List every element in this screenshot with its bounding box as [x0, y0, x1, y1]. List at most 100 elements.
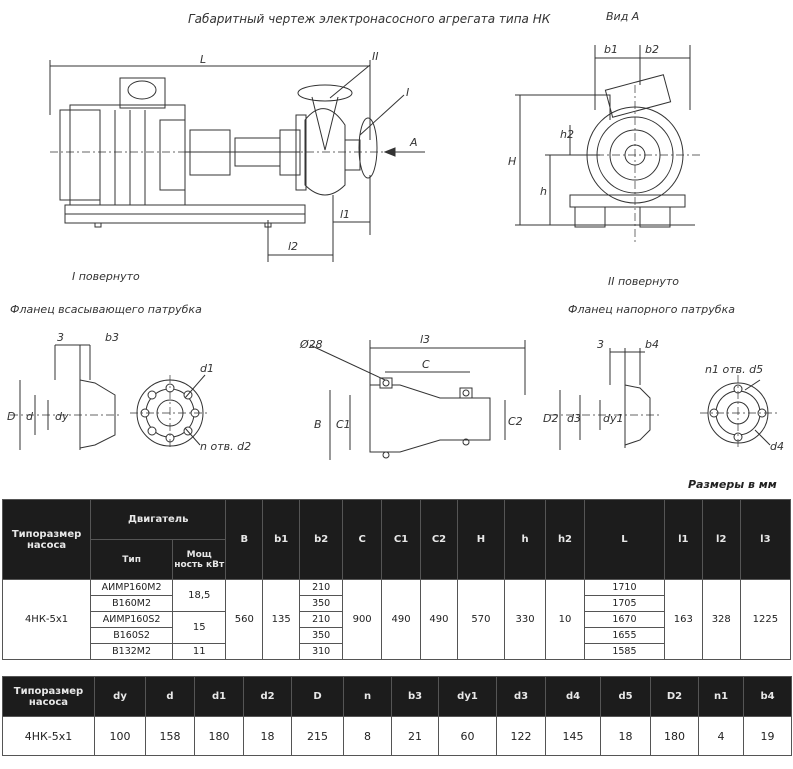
dim-h: h	[540, 185, 547, 198]
foot-dim-C1: C1	[336, 418, 351, 431]
value-B: 560	[225, 579, 264, 660]
callout-I: I	[406, 86, 410, 99]
suction-dim-dy: dy	[55, 410, 69, 423]
col-motor: Двигатель	[90, 499, 227, 540]
col-l1: l1	[663, 499, 703, 580]
discharge-dim-D2: D2	[543, 412, 559, 425]
motor-type-cell: АИМР160М2	[90, 579, 174, 596]
col-L: L	[583, 499, 665, 580]
discharge-dim-b4: b4	[645, 338, 659, 351]
col-pump-size: Типоразмер насоса	[1, 499, 92, 580]
suction-holes: n отв. d2	[200, 440, 252, 453]
col-H: H	[456, 499, 506, 580]
value-C1: 490	[381, 579, 422, 660]
dimensions-table-1: Типоразмер насоса Двигатель B b1 b2 C C1…	[1, 499, 792, 660]
power-cell: 18,5	[172, 579, 227, 612]
cell-dy1: 60	[438, 716, 497, 756]
suction-dim-d1: d1	[200, 362, 214, 375]
suction-dim-D: D	[7, 410, 16, 423]
col2-n: n	[343, 676, 392, 717]
foot-hole-dia: Ø28	[300, 338, 323, 351]
b2-cell: 210	[299, 611, 344, 628]
L-cell: 1655	[583, 627, 665, 644]
cell-d1: 180	[194, 716, 244, 756]
power-cell: 11	[172, 643, 227, 660]
b2-cell: 350	[299, 627, 344, 644]
L-cell: 1670	[583, 611, 665, 628]
value-b1: 135	[262, 579, 301, 660]
value-l3: 1225	[739, 579, 792, 660]
col2-d: d	[145, 676, 195, 717]
cell-d2: 18	[243, 716, 292, 756]
cell-b3: 21	[391, 716, 439, 756]
discharge-flange-title: Фланец напорного патрубка	[568, 303, 735, 316]
value-C2: 490	[420, 579, 458, 660]
units-note: Размеры в мм	[688, 478, 777, 491]
rotated-I-note: I повернуто	[72, 270, 140, 283]
cell-dy: 100	[94, 716, 146, 756]
foot-dim-l3: l3	[420, 333, 431, 346]
col-C2: C2	[420, 499, 458, 580]
cell-d3: 122	[496, 716, 546, 756]
discharge-dim-dy1: dy1	[603, 412, 624, 425]
discharge-dim-d3: d3	[567, 412, 581, 425]
cell-n1: 4	[698, 716, 744, 756]
value-h2: 10	[545, 579, 585, 660]
col2-dy: dy	[94, 676, 146, 717]
col2-n1: n1	[698, 676, 744, 717]
value-H: 570	[456, 579, 506, 660]
b2-cell: 210	[299, 579, 344, 596]
col-b2: b2	[299, 499, 344, 580]
dim-l1: l1	[340, 208, 351, 221]
col2-pump-size: Типоразмер насоса	[2, 676, 95, 717]
cell-d4: 145	[545, 716, 601, 756]
dim-L: L	[200, 53, 207, 66]
col-l2: l2	[701, 499, 741, 580]
suction-flange-title: Фланец всасывающего патрубка	[10, 303, 202, 316]
col-h: h	[504, 499, 547, 580]
col-h2: h2	[545, 499, 585, 580]
foot-dim-C2: C2	[508, 415, 523, 428]
foot-dim-B: B	[314, 418, 322, 431]
dimensions-table-2: Типоразмер насоса dy d d1 d2 D n b3 dy1 …	[2, 676, 792, 756]
cell-b4: 19	[743, 716, 792, 756]
col-motor-power: Мощ ность кВт	[172, 539, 227, 580]
col2-b4: b4	[743, 676, 792, 717]
dim-H: H	[508, 155, 517, 168]
col2-d1: d1	[194, 676, 244, 717]
motor-type-cell: В160S2	[90, 627, 174, 644]
foot-dim-C: C	[422, 358, 430, 371]
b2-cell: 350	[299, 595, 344, 612]
dim-b2: b2	[645, 43, 659, 56]
col-B: B	[225, 499, 264, 580]
L-cell: 1705	[583, 595, 665, 612]
motor-type-cell: В132М2	[90, 643, 174, 660]
col2-d2: d2	[243, 676, 292, 717]
table-row-pump-name: 4НК-5х1	[1, 579, 92, 660]
dim-h2: h2	[560, 128, 574, 141]
suction-dim-d: d	[26, 410, 33, 423]
col2-dy1: dy1	[438, 676, 497, 717]
discharge-dim-d4: d4	[770, 440, 784, 453]
value-l1: 163	[663, 579, 703, 660]
dim-l2: l2	[288, 240, 299, 253]
value-C: 900	[342, 579, 383, 660]
col2-b3: b3	[391, 676, 439, 717]
col2-D: D	[291, 676, 344, 717]
b2-cell: 310	[299, 643, 344, 660]
value-h: 330	[504, 579, 547, 660]
col2-d5: d5	[600, 676, 651, 717]
cell-n: 8	[343, 716, 392, 756]
drawing-title: Габаритный чертеж электронасосного агрег…	[188, 12, 551, 26]
table-row: 4НК-5х1 100 158 180 18 215 8 21 60 122 1…	[2, 716, 792, 756]
discharge-holes: n1 отв. d5	[705, 363, 764, 376]
suction-dim-b3: b3	[105, 331, 119, 344]
cell-d5: 18	[600, 716, 651, 756]
motor-type-cell: В160М2	[90, 595, 174, 612]
rotated-II-note: II повернуто	[608, 275, 679, 288]
col2-d4: d4	[545, 676, 601, 717]
discharge-dim-3: 3	[597, 338, 604, 351]
power-cell: 15	[172, 611, 227, 644]
col-C1: C1	[381, 499, 422, 580]
